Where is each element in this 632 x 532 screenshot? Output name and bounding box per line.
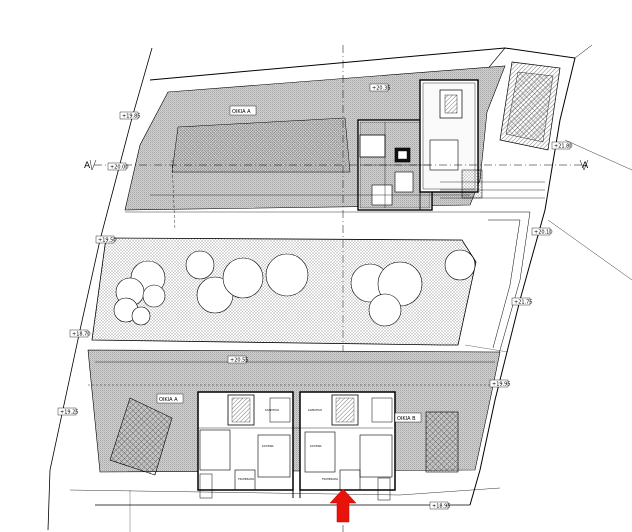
elevation-tag: +21.75	[514, 300, 533, 306]
zone-labels: ΟΙΚΙΑ Α ΟΙΚΙΑ Α ΟΙΚΙΑ Β	[156, 105, 422, 423]
zone-label-b: ΟΙΚΙΑ Β	[397, 416, 416, 422]
lower-houses	[197, 391, 396, 501]
upper-garden-area	[171, 117, 351, 173]
elevation-tag: +19.50	[98, 238, 117, 244]
entrance-arrow	[329, 488, 357, 523]
elevation-tag: +21.80	[554, 144, 573, 150]
lower-left-planter	[109, 397, 173, 476]
site-boundary	[47, 44, 632, 532]
elevation-tag: +19.95	[492, 382, 511, 388]
zone-label-a-bottom: ΟΙΚΙΑ Α	[159, 397, 178, 403]
room-labels: ΚΑΘΙΣΤΙΚΟ ΚΟΥΖΙΝΑ ΤΡΑΠΕΖΑΡΙΑ ΚΑΘΙΣΤΙΚΟ Κ…	[238, 408, 338, 481]
room-label: ΚΑΘΙΣΤΙΚΟ	[265, 408, 279, 412]
elevation-tag: +19.85	[122, 114, 141, 120]
elevation-tag: +20.55	[230, 358, 249, 364]
driveway-lines	[125, 159, 545, 231]
elevation-tag: +18.95	[432, 504, 451, 510]
lower-right-planter	[425, 411, 459, 473]
elevation-tag: +19.25	[60, 410, 79, 416]
room-label: ΚΑΘΙΣΤΙΚΟ	[308, 408, 322, 412]
room-label: ΚΟΥΖΙΝΑ	[310, 444, 322, 448]
trees	[113, 249, 476, 327]
room-label: ΤΡΑΠΕΖΑΡΙΑ	[322, 477, 338, 481]
elevation-tag: +20.10	[534, 230, 553, 236]
section-line-a: A A	[84, 159, 589, 171]
elevation-tags: +19.85 +20.00 +21.75 +18.70 +19.50 +20.1…	[57, 83, 573, 510]
room-label: ΤΡΑΠΕΖΑΡΙΑ	[238, 477, 254, 481]
elevation-tag: +20.00	[110, 165, 129, 171]
section-marker-left: A	[84, 161, 91, 171]
zone-label-a-top: ΟΙΚΙΑ Α	[232, 109, 251, 115]
elevation-tag: +18.70	[72, 332, 91, 338]
lower-terrace	[87, 349, 501, 473]
elevation-tag: +20.35	[372, 86, 391, 92]
room-label: ΚΟΥΖΙΝΑ	[262, 444, 274, 448]
